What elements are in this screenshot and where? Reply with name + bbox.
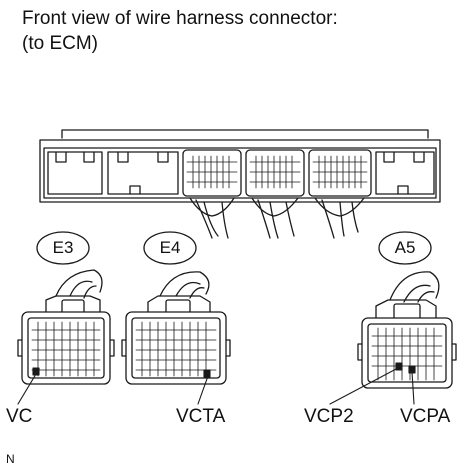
vcpa-pin-mark: [408, 365, 416, 374]
connector-e4-body: [121, 271, 231, 385]
ecm-cavity-2: [107, 151, 179, 195]
ecm-cavity-1-latch: [55, 151, 95, 163]
terminal-vcp2-label: VCP2: [304, 406, 354, 427]
connector-e3-lock: [45, 295, 101, 313]
connector-a5-oval: [378, 231, 432, 265]
ecm-pin-block-2-frame: [245, 149, 305, 197]
ecm-pin-block-1-pins: [186, 155, 238, 189]
ecm-pin-block-1: [182, 149, 242, 197]
vcp2-pointer: [329, 367, 399, 405]
ecm-connector: [39, 129, 441, 239]
ecm-pin-block-2: [245, 149, 305, 197]
ecm-connector-top-rim: [61, 129, 429, 139]
connector-e3-pin-grid: [31, 321, 101, 377]
ecm-pin-block-3-pins: [312, 155, 368, 189]
vcta-pointer: [197, 375, 209, 405]
connector-e4-face: [131, 317, 221, 379]
ecm-pin-block-2-pins: [249, 155, 301, 189]
diagram-title: Front view of wire harness connector: (t…: [22, 6, 338, 56]
connector-a5-pin-grid: [371, 327, 443, 381]
connector-e4-housing: [125, 311, 227, 385]
connector-a5-code: A5: [394, 238, 416, 257]
terminal-vc-label: VC: [6, 406, 33, 427]
ecm-pin-block-1-frame: [182, 149, 242, 197]
connector-a5-lock: [375, 299, 437, 319]
vc-pointer: [17, 373, 37, 405]
connector-e3-wires: [55, 269, 103, 299]
connector-e4-lock: [147, 295, 211, 313]
terminal-pointers: [17, 362, 416, 405]
vcp2-pin-mark: [395, 362, 403, 371]
terminal-vcpa-label: VCPA: [400, 406, 451, 427]
connector-e4-wires: [159, 271, 210, 299]
connector-e4-code: E4: [159, 238, 181, 257]
vc-pin-mark: [32, 367, 40, 376]
connector-e4-guides: [121, 339, 231, 357]
connector-a5-face: [367, 323, 447, 383]
ecm-wire-bundles: [189, 197, 365, 239]
ecm-cavity-2-latch: [117, 151, 169, 195]
vcpa-pointer: [411, 371, 415, 405]
connector-e3-oval: [36, 231, 90, 265]
terminal-vcta-label: VCTA: [176, 406, 226, 427]
ecm-cavity-6: [375, 151, 435, 195]
connector-a5-housing: [361, 317, 453, 389]
connector-a5-wires: [389, 271, 440, 303]
ecm-cavity-1: [47, 151, 103, 195]
connector-a5-body: [357, 271, 457, 389]
ecm-pin-block-3: [308, 149, 372, 197]
figure-id: N: [6, 452, 15, 466]
title-line-1: Front view of wire harness connector:: [22, 8, 338, 29]
connector-e3-body: [17, 269, 115, 385]
connector-e3-code: E3: [52, 238, 74, 257]
connector-e3-face: [27, 317, 105, 379]
connector-e4-pin-grid: [135, 321, 217, 377]
title-line-2: (to ECM): [22, 33, 98, 54]
vcta-pin-mark: [203, 369, 211, 378]
connector-a5-guides: [357, 343, 457, 361]
ecm-cavity-6-latch: [383, 151, 425, 195]
ecm-pin-block-3-frame: [308, 149, 372, 197]
connector-e4-oval: [143, 231, 197, 265]
ecm-connector-body: [39, 139, 441, 203]
connector-e3-guides: [17, 339, 115, 357]
ecm-connector-inner: [43, 147, 437, 199]
